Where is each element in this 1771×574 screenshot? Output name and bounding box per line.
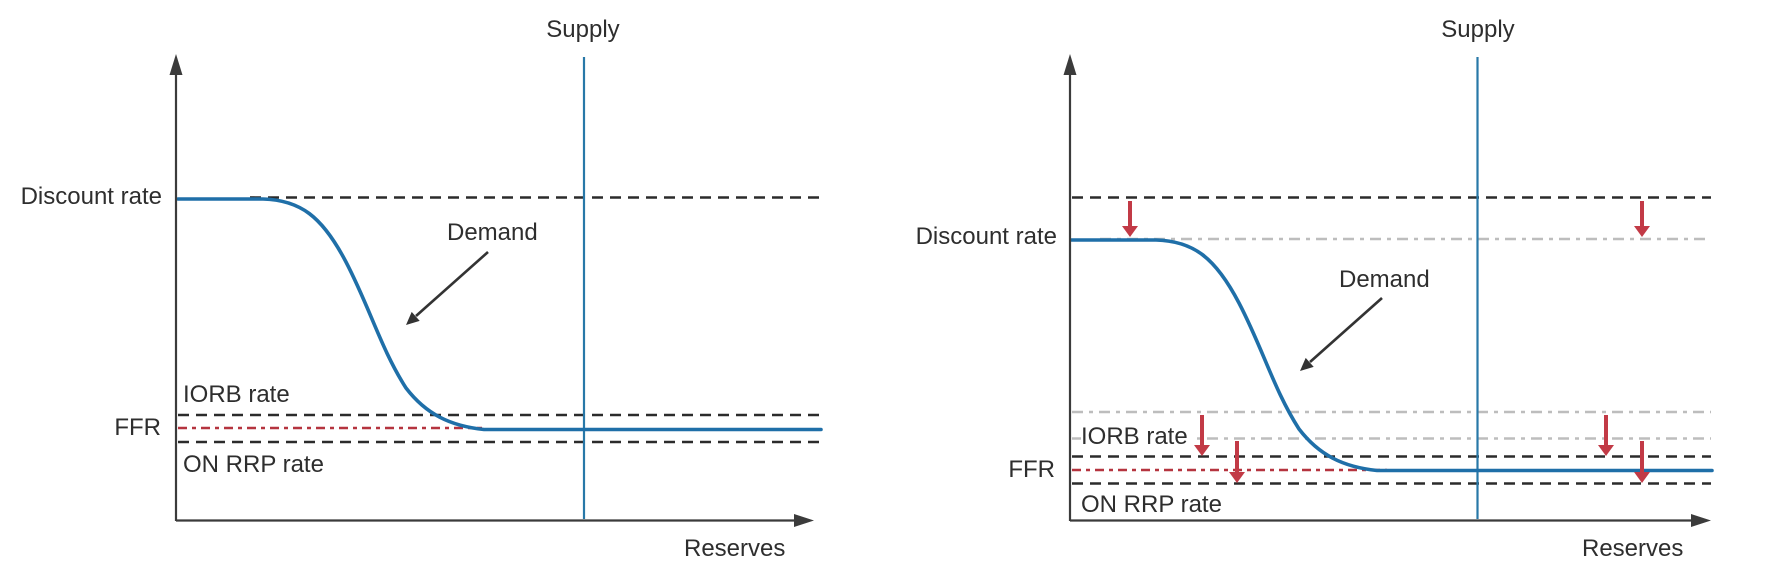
- left-panel: [169, 54, 823, 527]
- right-x-axis-arrow-icon: [1691, 514, 1711, 527]
- left-ffr-label: FFR: [114, 414, 161, 441]
- discount-shift-arrow-right-icon: [1634, 201, 1650, 237]
- left-reserves-axis-label: Reserves: [684, 535, 786, 562]
- discount-shift-arrow-left-icon: [1122, 201, 1138, 237]
- right-demand-curve: [1069, 238, 1714, 473]
- on-rrp-shift-arrow-right-icon: [1634, 441, 1650, 483]
- left-demand-pointer-arrow-icon: [406, 311, 420, 325]
- right-demand-pointer-shaft: [1309, 297, 1383, 363]
- right-y-axis-arrow-icon: [1063, 54, 1077, 75]
- left-x-axis-arrow-icon: [794, 514, 814, 527]
- right-ffr-label: FFR: [1008, 456, 1055, 483]
- right-demand-pointer-arrow-icon: [1300, 357, 1314, 371]
- left-iorb-rate-label: IORB rate: [183, 381, 290, 408]
- right-panel: [1063, 54, 1714, 527]
- on-rrp-shift-arrow-left-icon: [1229, 441, 1245, 483]
- right-demand-label: Demand: [1339, 266, 1430, 293]
- right-discount-rate-label: Discount rate: [915, 223, 1057, 250]
- left-on-rrp-rate-label: ON RRP rate: [183, 451, 324, 478]
- left-demand-pointer-shaft: [415, 251, 489, 317]
- iorb-shift-arrow-right-icon: [1598, 415, 1614, 456]
- left-discount-rate-label: Discount rate: [20, 183, 162, 210]
- right-supply-label: Supply: [1441, 16, 1515, 43]
- rate-shift-arrows: [1122, 201, 1650, 483]
- right-iorb-rate-label: IORB rate: [1081, 423, 1192, 451]
- iorb-shift-arrow-left-icon: [1194, 415, 1210, 456]
- left-demand-label: Demand: [447, 219, 538, 246]
- right-on-rrp-rate-label: ON RRP rate: [1081, 491, 1222, 518]
- left-supply-label: Supply: [546, 16, 620, 43]
- left-demand-curve: [176, 197, 823, 432]
- right-reserves-axis-label: Reserves: [1582, 535, 1684, 562]
- left-y-axis-arrow-icon: [169, 54, 183, 75]
